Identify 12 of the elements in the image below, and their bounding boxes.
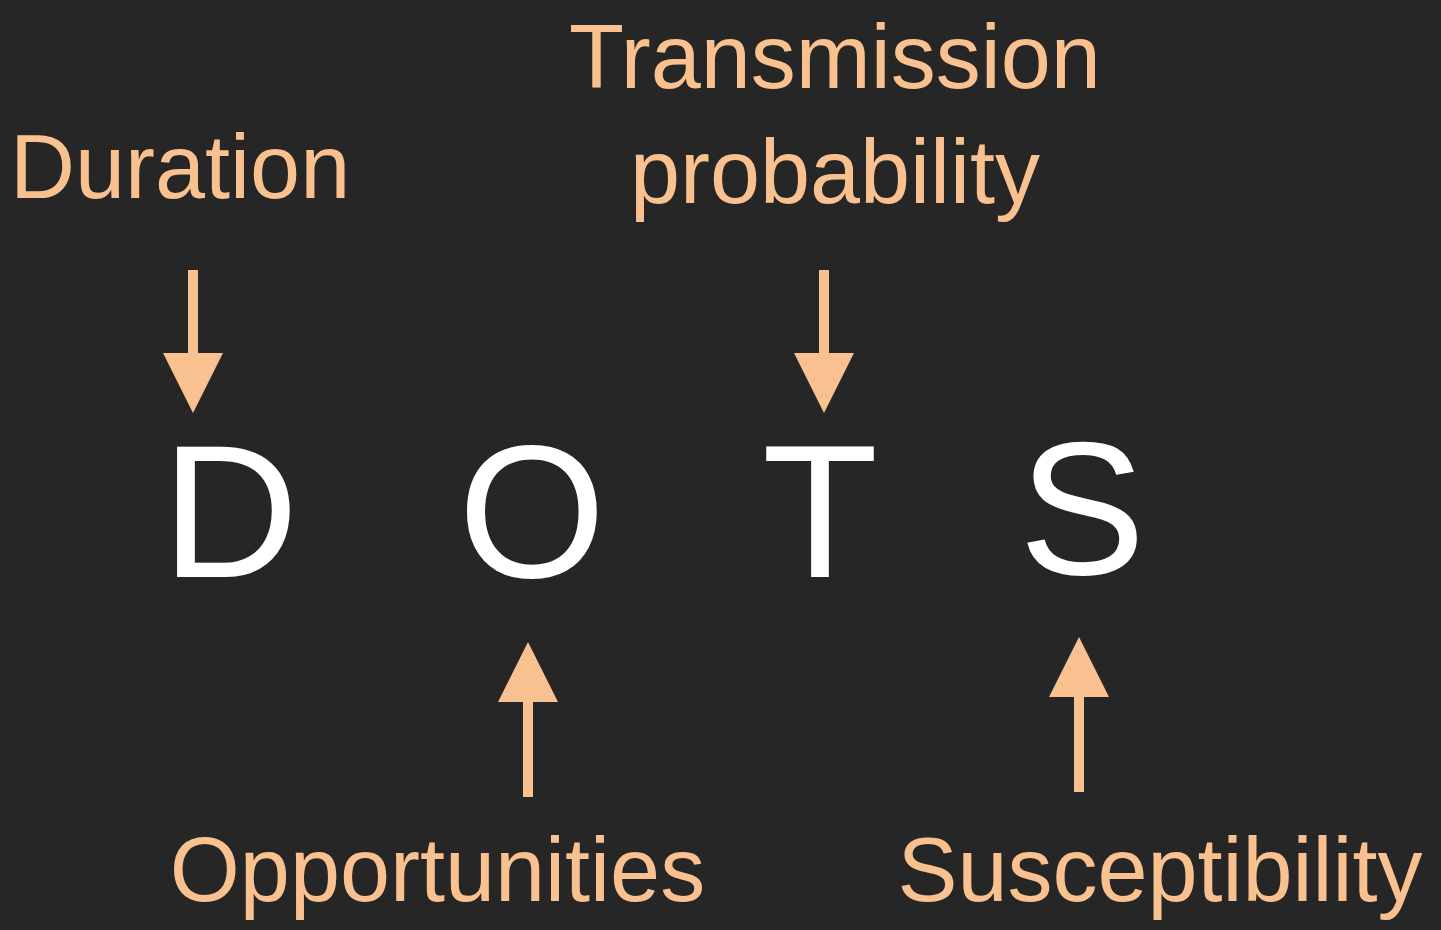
letter-text: S <box>1018 413 1146 603</box>
letter-text: D <box>161 415 299 606</box>
label-text: Duration <box>10 116 351 219</box>
arrow <box>163 270 223 413</box>
letter-text: T <box>761 415 879 606</box>
arrow <box>1049 637 1109 792</box>
letter-text: O <box>458 415 606 606</box>
arrow <box>498 642 558 797</box>
label-text: Transmission probability <box>568 6 1102 224</box>
arrow <box>794 270 854 413</box>
label-text: Opportunities <box>169 819 706 922</box>
label-text: Susceptibility <box>897 819 1423 922</box>
